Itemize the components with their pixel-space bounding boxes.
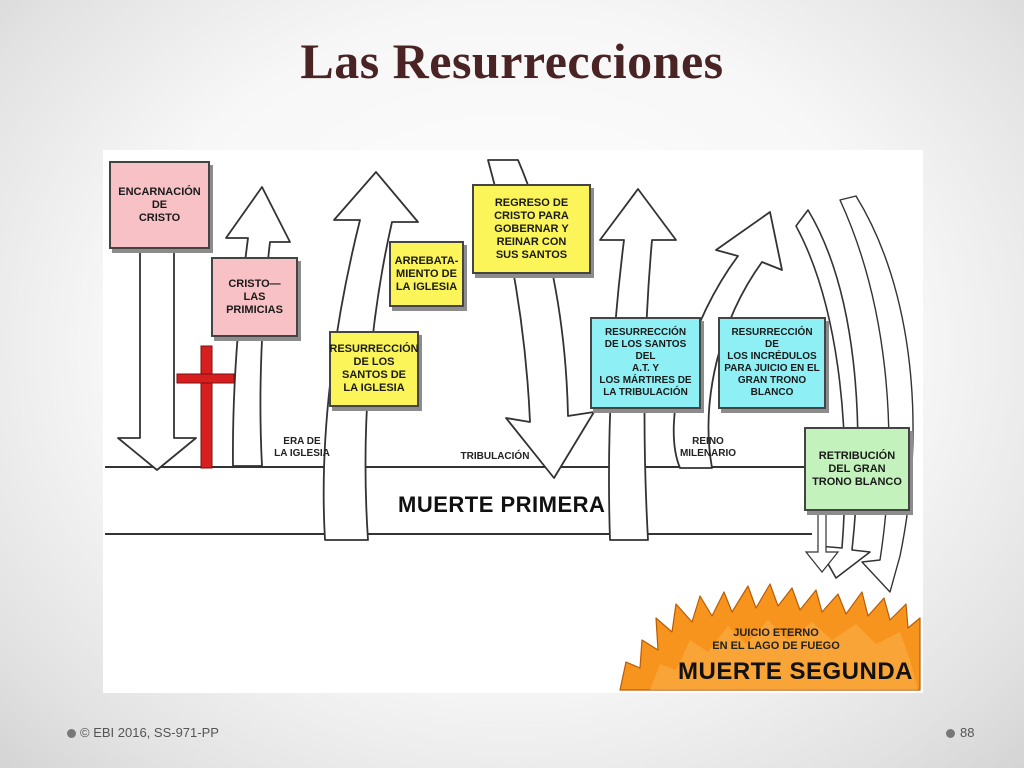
reino-milenario-label: REINO MILENARIO: [679, 436, 737, 459]
tribulacion-label: TRIBULACIÓN: [460, 451, 530, 462]
muerte-segunda-label: MUERTE SEGUNDA: [678, 658, 914, 685]
retribucion-box: RETRIBUCIÓN DEL GRAN TRONO BLANCO: [804, 427, 910, 511]
arrebatamiento-box: ARREBATA- MIENTO DE LA IGLESIA: [389, 241, 464, 307]
footer-bullet-right-icon: [946, 729, 955, 738]
primicias-box: CRISTO— LAS PRIMICIAS: [211, 257, 298, 337]
santos-iglesia-box: RESURRECCIÓN DE LOS SANTOS DE LA IGLESIA: [329, 331, 419, 407]
encarnacion-box: ENCARNACIÓN DE CRISTO: [109, 161, 210, 249]
santos-at-box: RESURRECCIÓN DE LOS SANTOS DEL A.T. Y LO…: [590, 317, 701, 409]
regreso-box: REGRESO DE CRISTO PARA GOBERNAR Y REINAR…: [472, 184, 591, 274]
page-number: 88: [960, 725, 975, 740]
cross-icon: [176, 345, 235, 469]
juicio-eterno-label: JUICIO ETERNO EN EL LAGO DE FUEGO: [712, 627, 840, 652]
incredulos-box: RESURRECCIÓN DE LOS INCRÉDULOS PARA JUIC…: [718, 317, 826, 409]
slide-title: Las Resurrecciones: [300, 33, 724, 89]
muerte-primera-label: MUERTE PRIMERA: [398, 492, 606, 517]
retribucion-thin-arrow: [804, 511, 840, 573]
encarnacion-down-arrow: [117, 247, 197, 471]
iglesia-up-arrow: [322, 171, 419, 541]
era-iglesia-label: ERA DE LA IGLESIA: [274, 436, 330, 459]
lake-of-fire-inner-icon: [650, 620, 918, 690]
footer-bullet-left-icon: [67, 729, 76, 738]
footer-copyright: © EBI 2016, SS-971-PP: [80, 725, 219, 740]
